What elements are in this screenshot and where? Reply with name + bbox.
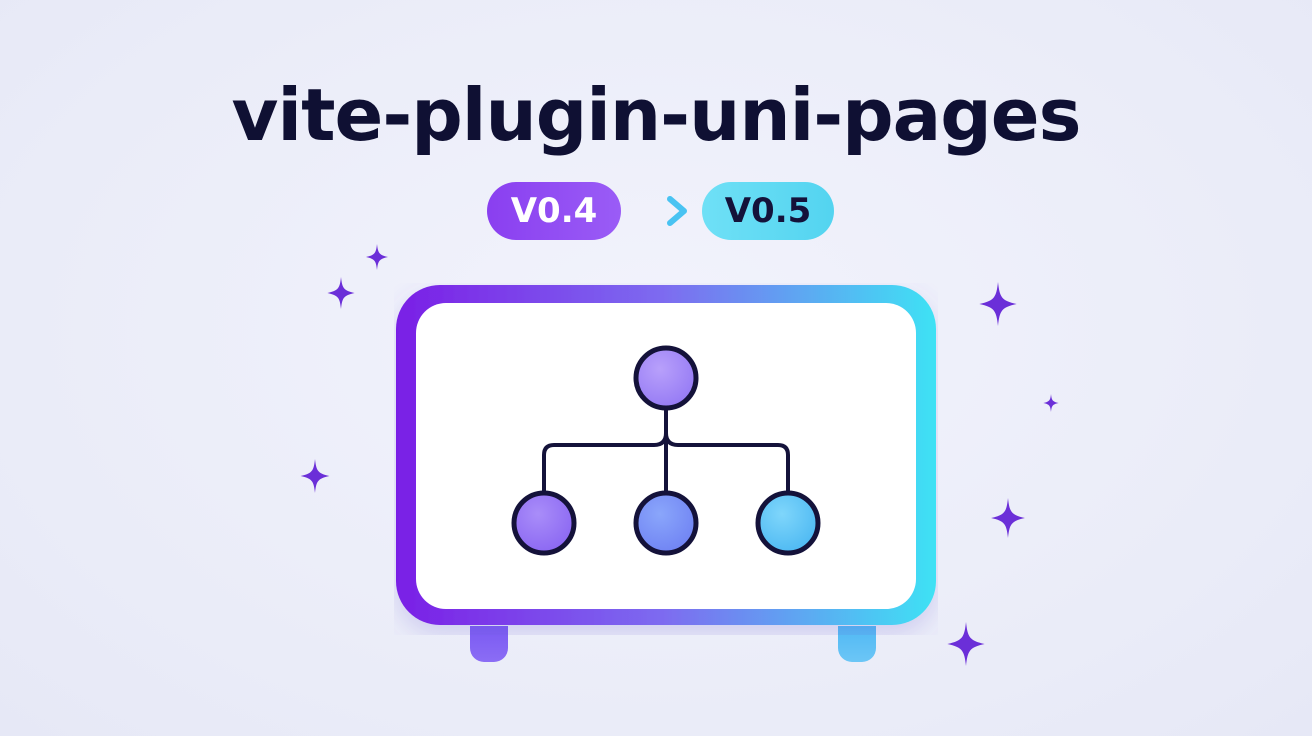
device-leg-right [838, 626, 876, 662]
page-tree-icon [511, 345, 821, 556]
page-title: vite-plugin-uni-pages [231, 73, 1081, 157]
sparkle-icon [979, 282, 1017, 326]
sparkle-icon [991, 498, 1025, 538]
sparkle-icon [947, 622, 985, 666]
version-to-badge: V0.5 [702, 182, 834, 240]
right-arrow-icon [629, 196, 687, 226]
sparkle-icon [327, 277, 355, 309]
device-leg-left [470, 626, 508, 662]
sparkle-icon [300, 459, 330, 493]
sparkle-icon [1043, 394, 1059, 412]
sparkle-icon [366, 244, 388, 270]
version-change: V0.4 V0.5 [0, 182, 1312, 242]
device-screen [396, 285, 936, 625]
version-from-badge: V0.4 [487, 182, 621, 240]
